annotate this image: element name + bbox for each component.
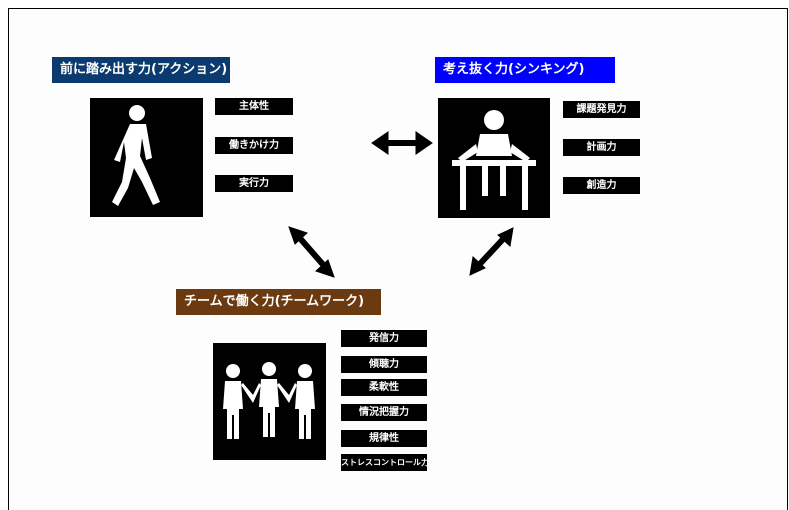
skill-teamwork-0: 発信力: [341, 330, 427, 347]
skill-action-2: 実行力: [215, 175, 293, 192]
skill-teamwork-5: ストレスコントロール力: [341, 454, 427, 471]
arrow-action-teamwork: [288, 226, 335, 278]
skill-teamwork-3: 情況把握力: [341, 404, 427, 421]
teamwork-header: チームで働く力(チームワーク): [176, 289, 381, 315]
action-header: 前に踏み出す力(アクション): [52, 57, 230, 83]
three-people-icon: [213, 343, 326, 460]
skill-action-1: 働きかけ力: [215, 137, 293, 154]
skill-thinking-1: 計画力: [563, 139, 640, 156]
skill-teamwork-1: 傾聴力: [341, 356, 427, 373]
diagram-frame: [8, 8, 788, 510]
skill-thinking-2: 創造力: [563, 177, 640, 194]
skill-teamwork-4: 規律性: [341, 430, 427, 447]
walking-person-icon: [90, 98, 203, 217]
thinking-header: 考え抜く力(シンキング): [435, 57, 615, 83]
skill-action-0: 主体性: [215, 98, 293, 115]
person-at-desk-icon: [438, 98, 550, 218]
skill-thinking-0: 課題発見力: [563, 101, 640, 118]
skill-teamwork-2: 柔軟性: [341, 379, 427, 396]
arrow-action-thinking: [371, 131, 433, 155]
arrow-thinking-teamwork: [469, 227, 514, 276]
